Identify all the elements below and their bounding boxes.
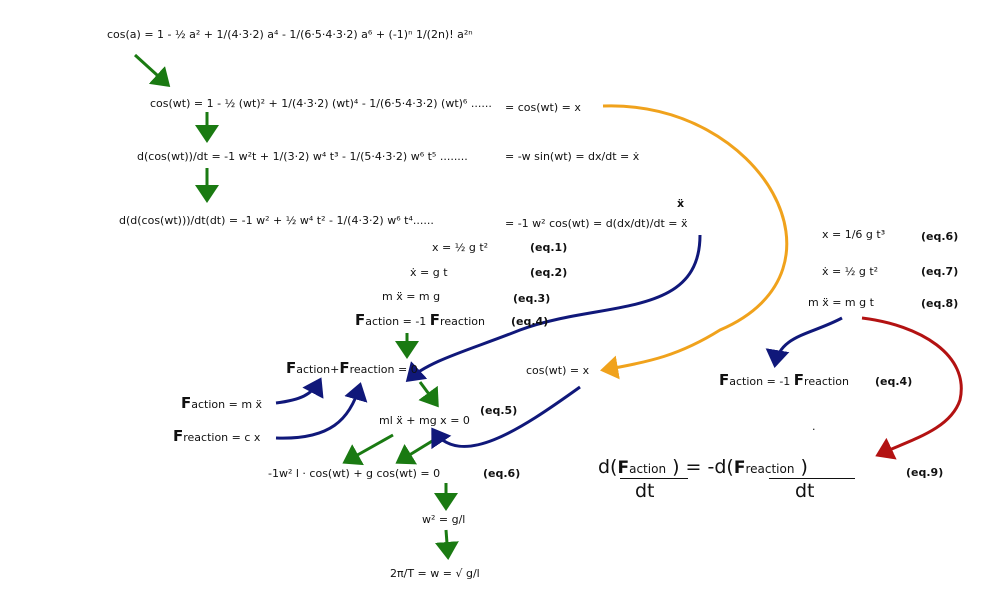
navy-arrow-faction xyxy=(275,377,324,405)
eq9-fraction-bar-left xyxy=(620,478,688,479)
eq4-expression: Faction = -1 Freaction xyxy=(355,311,485,329)
eq4-label: (eq.4) xyxy=(511,315,549,328)
green-arrow-7 xyxy=(395,433,443,465)
r-eq8-label: (eq.8) xyxy=(921,297,959,310)
r-eq4-label: (eq.4) xyxy=(875,375,913,388)
eq2-label: (eq.2) xyxy=(530,266,568,279)
r-eq6-expression: x = 1/6 g t³ xyxy=(822,228,886,241)
cos-series-general: cos(a) = 1 - ½ a² + 1/(4·3·2) a⁴ - 1/(6·… xyxy=(107,28,473,41)
period-expression: 2π/T = w = √ g/l xyxy=(390,567,480,580)
stray-dot: . xyxy=(812,420,816,433)
xddot-symbol: ẍ xyxy=(677,197,685,210)
eq9-dt-right: dt xyxy=(795,480,815,502)
eq5-expression: ml ẍ + mg x = 0 xyxy=(379,414,470,427)
eq9-fraction-bar-right xyxy=(769,478,855,479)
green-arrow-5 xyxy=(418,381,439,408)
green-arrow-1 xyxy=(133,53,171,88)
green-arrow-6 xyxy=(342,433,394,466)
cos-wt-series: cos(wt) = 1 - ½ (wt)² + 1/(4·3·2) (wt)⁴ … xyxy=(150,97,492,110)
navy-arrow-xddot xyxy=(405,234,702,383)
eq6-expression: -1w² l · cos(wt) + g cos(wt) = 0 xyxy=(268,467,441,480)
eq2-expression: ẋ = g t xyxy=(410,266,448,279)
eq3-expression: m ẍ = m g xyxy=(382,290,441,303)
navy-arrow-right xyxy=(765,316,843,368)
velocity-expression: = -w sin(wt) = dx/dt = ẋ xyxy=(505,150,640,163)
freaction-definition: Freaction = c x xyxy=(173,427,261,445)
eq1-expression: x = ½ g t² xyxy=(432,241,489,254)
acceleration-expression: = -1 w² cos(wt) = d(dx/dt)/dt = ẍ xyxy=(505,217,688,230)
cos-wt-x-middle: cos(wt) = x xyxy=(526,364,590,377)
eq5-label: (eq.5) xyxy=(480,404,518,417)
orange-arrow xyxy=(600,104,789,380)
faction-definition: Faction = m ẍ xyxy=(181,394,263,412)
r-eq7-expression: ẋ = ½ g t² xyxy=(822,265,879,278)
second-derivative-series: d(d(cos(wt)))/dt(dt) = -1 w² + ½ w⁴ t² -… xyxy=(119,214,434,227)
r-eq8-expression: m ẍ = m g t xyxy=(808,296,874,309)
eq1-label: (eq.1) xyxy=(530,241,568,254)
green-arrow-9 xyxy=(434,529,459,560)
navy-arrow-coswt xyxy=(431,385,581,450)
red-arrow xyxy=(861,316,963,460)
r-eq6-label: (eq.6) xyxy=(921,230,959,243)
eq6-label: (eq.6) xyxy=(483,467,521,480)
eq9-label: (eq.9) xyxy=(906,466,944,479)
force-sum-expression: Faction+Freaction = 0 xyxy=(286,359,418,377)
eq9-dt-left: dt xyxy=(635,480,655,502)
first-derivative-series: d(cos(wt))/dt = -1 w²t + 1/(3·2) w⁴ t³ -… xyxy=(137,150,468,163)
w-squared-expression: w² = g/l xyxy=(422,513,466,526)
r-eq7-label: (eq.7) xyxy=(921,265,959,278)
cos-wt-equals-x: = cos(wt) = x xyxy=(505,101,581,114)
eq3-label: (eq.3) xyxy=(513,292,551,305)
eq9-expression: d(Faction ) = -d(Freaction ) xyxy=(598,456,808,478)
r-eq4-expression: Faction = -1 Freaction xyxy=(719,371,849,389)
navy-arrow-freaction xyxy=(275,382,368,440)
